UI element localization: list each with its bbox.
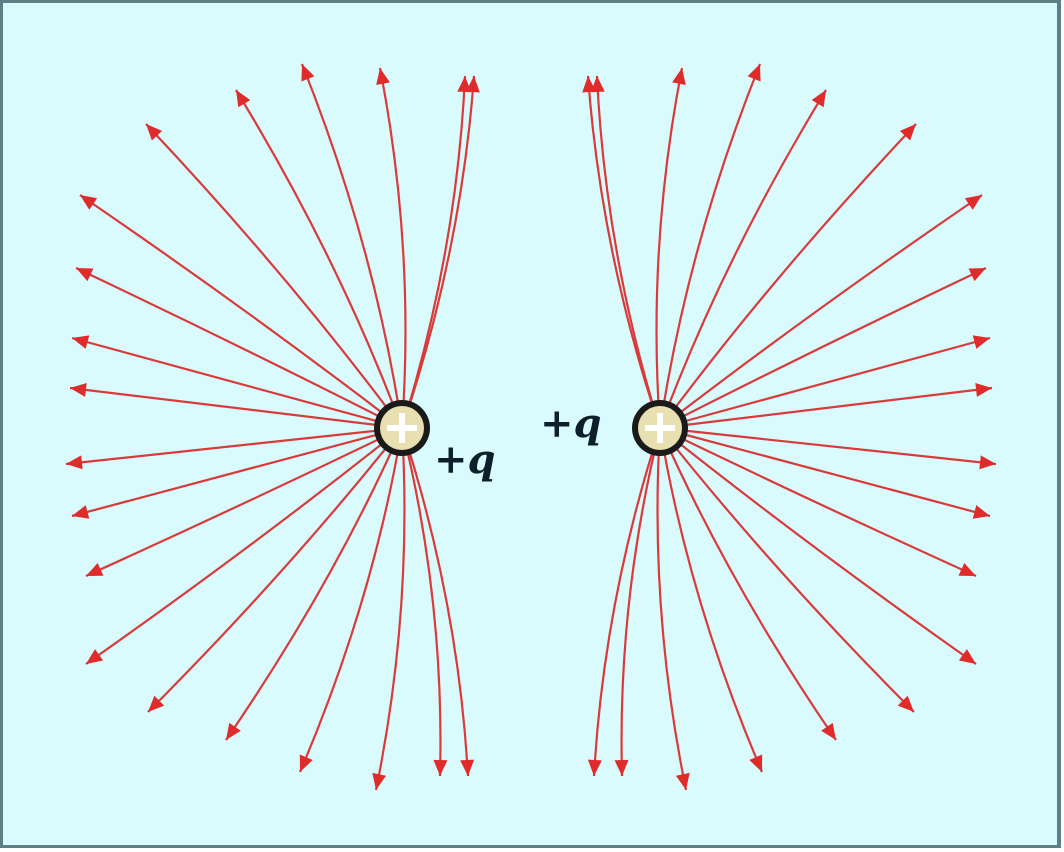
- field-arrow-head: [372, 772, 387, 790]
- field-line: [655, 67, 684, 429]
- field-arrow-head: [899, 124, 916, 141]
- field-line: [374, 427, 406, 791]
- field-line: [378, 67, 407, 429]
- charge-label-left: +q: [434, 436, 495, 483]
- field-line: [659, 123, 917, 429]
- field-arrow-head: [958, 649, 976, 664]
- field-arrow-head: [972, 335, 990, 349]
- field-arrow-head: [747, 64, 761, 82]
- field-line: [300, 63, 404, 429]
- field-line: [659, 386, 993, 430]
- field-arrow-head: [964, 195, 982, 210]
- field-arrow-head: [72, 335, 90, 349]
- field-lines-left-charge: [65, 63, 480, 791]
- field-line: [592, 427, 662, 777]
- field-line: [298, 427, 404, 773]
- field-arrow-head: [376, 68, 390, 86]
- charge-right: [632, 400, 688, 456]
- field-line: [75, 267, 403, 429]
- field-line: [586, 75, 662, 429]
- charges: [374, 400, 688, 456]
- field-arrow-head: [821, 722, 836, 740]
- field-arrow-head: [675, 772, 690, 790]
- field-arrow-head: [226, 722, 241, 740]
- field-line: [69, 386, 403, 430]
- plus-vertical: [657, 413, 663, 443]
- charge-symbol-left: q: [467, 436, 496, 483]
- charge-sign-right: +: [540, 400, 574, 447]
- field-line: [658, 63, 762, 429]
- field-line: [620, 427, 662, 777]
- field-line: [659, 427, 977, 578]
- field-arrow-head: [72, 505, 90, 519]
- field-line: [659, 426, 997, 466]
- field-line: [659, 336, 991, 430]
- field-lines-right-charge: [582, 63, 997, 791]
- field-arrow-head: [975, 382, 992, 397]
- field-line: [400, 75, 467, 429]
- field-line: [235, 89, 404, 429]
- field-line: [85, 427, 403, 665]
- field-line: [400, 427, 442, 777]
- field-arrow-head: [236, 90, 251, 108]
- field-arrow-head: [582, 76, 597, 93]
- field-line: [659, 194, 983, 429]
- field-arrow-head: [70, 382, 87, 397]
- field-line: [595, 75, 662, 429]
- field-arrow-head: [146, 124, 163, 141]
- field-line: [147, 427, 403, 713]
- field-line: [659, 426, 991, 518]
- field-line: [71, 426, 403, 518]
- field-arrow-head: [968, 268, 986, 282]
- field-line: [65, 426, 403, 466]
- field-arrow-head: [587, 759, 602, 776]
- field-arrow-head: [465, 76, 480, 93]
- field-arrow-head: [672, 68, 686, 86]
- charge-symbol-right: q: [573, 400, 602, 447]
- field-arrow-head: [148, 695, 165, 712]
- field-arrow-head: [301, 64, 315, 82]
- charge-sign-left: +: [434, 436, 468, 483]
- field-line: [658, 427, 837, 741]
- charge-left: [374, 400, 430, 456]
- field-arrow-head: [433, 759, 448, 776]
- field-line: [71, 336, 403, 430]
- field-arrow-head: [66, 455, 83, 470]
- field-line: [659, 267, 987, 429]
- plus-vertical: [399, 413, 405, 443]
- field-arrow-head: [749, 754, 763, 772]
- field-line: [79, 194, 403, 429]
- field-line: [659, 427, 977, 665]
- field-line: [658, 427, 764, 773]
- field-arrow-head: [979, 455, 996, 470]
- charge-label-right: +q: [540, 400, 601, 447]
- field-line: [658, 89, 827, 429]
- field-arrow-head: [460, 759, 475, 776]
- field-arrow-head: [897, 695, 914, 712]
- field-arrow-head: [972, 505, 990, 519]
- field-line: [659, 427, 915, 713]
- field-arrow-head: [86, 563, 104, 576]
- field-arrow-head: [299, 754, 313, 772]
- field-arrow-head: [614, 759, 629, 776]
- field-arrow-head: [76, 268, 94, 282]
- field-line: [656, 427, 688, 791]
- field-arrow-head: [86, 649, 104, 664]
- field-line: [145, 123, 403, 429]
- field-line: [400, 75, 476, 429]
- field-arrow-head: [811, 90, 826, 108]
- field-arrow-head: [80, 195, 98, 210]
- field-line: [225, 427, 404, 741]
- field-line: [85, 427, 403, 578]
- field-line: [400, 427, 470, 777]
- field-arrow-head: [958, 563, 976, 576]
